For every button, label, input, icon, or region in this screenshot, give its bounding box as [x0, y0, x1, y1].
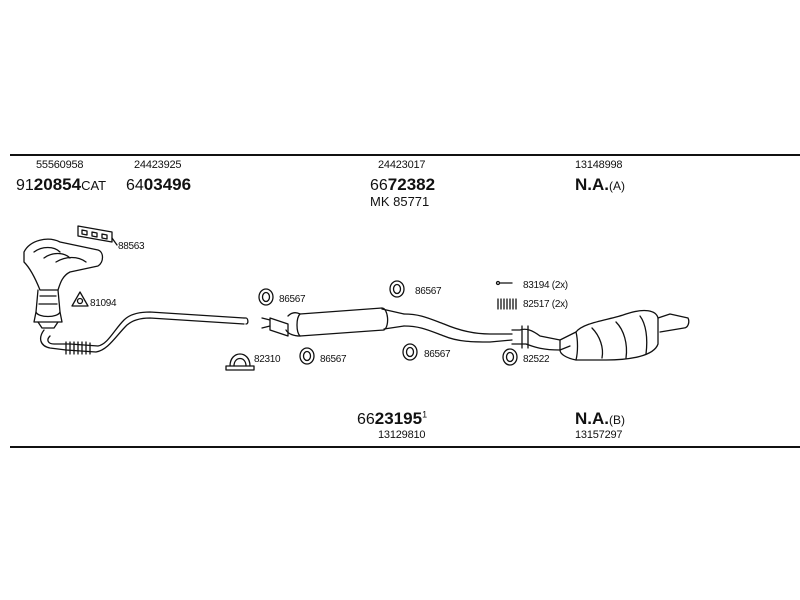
label-bolt: 83194 (2x) [523, 280, 568, 291]
bottom-divider [10, 446, 800, 448]
rear-sealing-ring-icon [502, 348, 518, 366]
manifold-gasket-icon [77, 225, 118, 246]
rear-silencer-icon [511, 309, 690, 361]
clamp-icon [225, 353, 255, 371]
part-number-6-main: N.A. [575, 409, 609, 428]
part-number-1-prefix: 91 [16, 177, 34, 194]
part-number-6-suffix: (B) [609, 413, 625, 427]
label-gasket-top: 88563 [118, 241, 145, 252]
sealing-ring-2-icon [389, 280, 405, 298]
label-ring-4: 86567 [424, 349, 451, 360]
label-ring-rear: 82522 [523, 354, 550, 365]
part-number-1: 9120854CAT [16, 176, 106, 194]
oe-number-5: 13129810 [378, 429, 426, 441]
part-number-4: N.A.(A) [575, 176, 625, 194]
oe-number-6: 13157297 [575, 429, 623, 441]
part-number-1-main: 20854 [33, 175, 82, 194]
centre-silencer-icon [261, 307, 513, 343]
part-number-3-prefix: 66 [370, 177, 388, 194]
oe-number-1: 55560958 [36, 159, 84, 171]
part-number-2-prefix: 64 [126, 177, 144, 194]
part-number-4-suffix: (A) [609, 179, 625, 193]
label-gasket-cat: 81094 [90, 298, 117, 309]
label-ring-3: 86567 [320, 354, 347, 365]
part-number-5-main: 23195 [374, 409, 423, 428]
part-number-3-main: 72382 [387, 175, 436, 194]
top-divider [10, 154, 800, 156]
part-number-4-main: N.A. [575, 175, 609, 194]
part-number-2: 6403496 [126, 176, 191, 194]
oe-number-3: 24423017 [378, 159, 426, 171]
label-spring: 82517 (2x) [523, 299, 568, 310]
front-pipe-icon [39, 311, 249, 355]
part-number-5-suffix: 1 [422, 409, 428, 420]
label-ring-1: 86567 [279, 294, 306, 305]
sealing-ring-1-icon [258, 288, 274, 306]
sealing-ring-4-icon [402, 343, 418, 361]
oe-number-2: 24423925 [134, 159, 182, 171]
part-number-3-kit: MK 85771 [370, 194, 430, 209]
oe-number-4: 13148998 [575, 159, 623, 171]
manifold-catalyst-icon [23, 238, 104, 329]
label-ring-2: 86567 [415, 286, 442, 297]
label-clamp: 82310 [254, 354, 281, 365]
part-number-1-suffix: CAT [81, 178, 107, 193]
part-number-6: N.A.(B) [575, 410, 625, 428]
part-number-5: 66231951 [357, 410, 427, 428]
sealing-ring-3-icon [299, 347, 315, 365]
part-number-2-main: 03496 [143, 175, 192, 194]
part-number-5-prefix: 66 [357, 411, 375, 428]
spring-icon [497, 298, 517, 310]
part-number-3: 6672382 [370, 176, 435, 194]
bolt-icon [495, 280, 513, 286]
triangle-gasket-icon [71, 291, 89, 307]
